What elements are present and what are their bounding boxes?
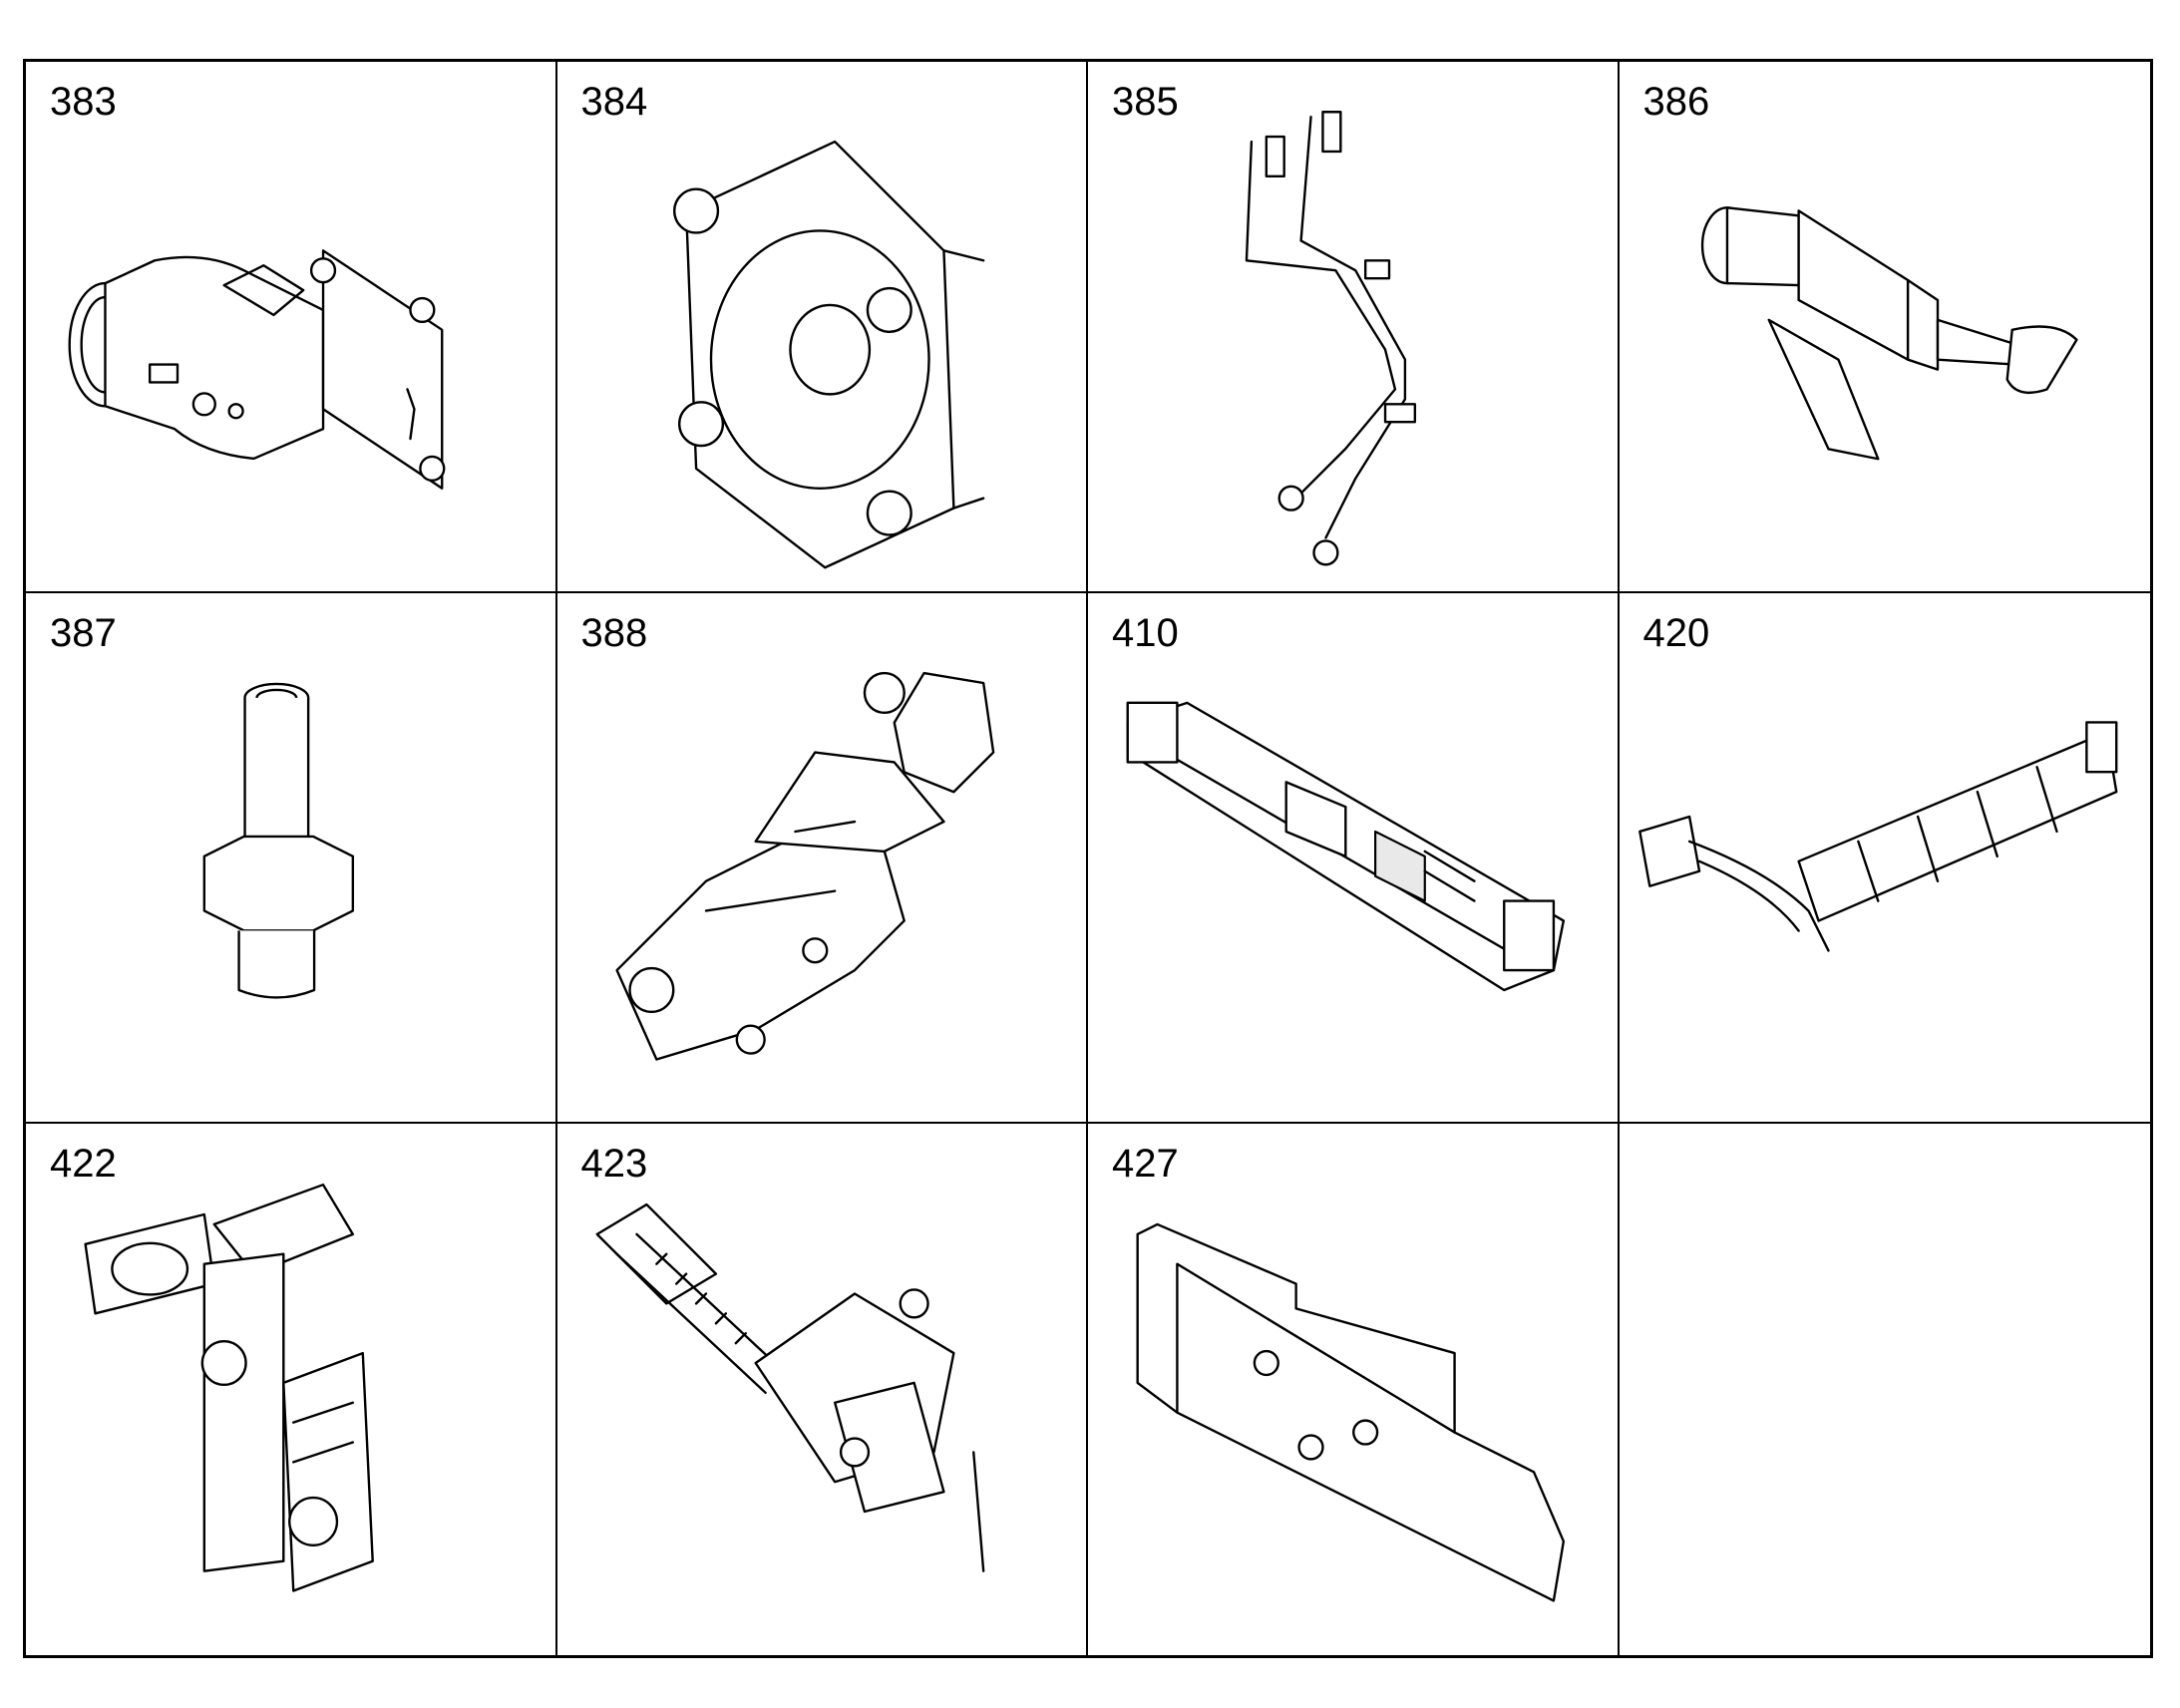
part-cell-383[interactable]: 383 <box>26 62 557 593</box>
part-cell-420[interactable]: 420 <box>1619 593 2151 1125</box>
part-cell-386[interactable]: 386 <box>1619 62 2151 593</box>
bent-tube-lines-icon <box>1088 62 1618 591</box>
long-pipe-assembly-icon <box>1088 593 1618 1123</box>
heat-shield-plate-icon <box>1088 1124 1618 1655</box>
parts-grid: 383 384 <box>23 59 2153 1658</box>
part-cell-388[interactable]: 388 <box>556 592 1088 1125</box>
part-cell-423[interactable]: 423 <box>557 1124 1088 1655</box>
empty-cell <box>1620 1124 2151 1655</box>
part-number: 383 <box>50 80 117 124</box>
cooler-assembly-icon <box>557 1124 1087 1655</box>
bracket-actuator-assembly-icon <box>26 1124 555 1655</box>
part-cell-387[interactable]: 387 <box>26 592 557 1125</box>
pipe-elbow-flange-icon <box>26 62 555 591</box>
part-number: 427 <box>1112 1142 1179 1187</box>
part-cell-427[interactable]: 427 <box>1088 1124 1620 1655</box>
part-cell-422[interactable]: 422 <box>26 1124 557 1655</box>
hex-nipple-fitting-icon <box>26 593 555 1123</box>
valve-with-handle-icon <box>1620 62 2151 591</box>
part-number: 422 <box>50 1142 117 1187</box>
square-flange-cover-icon <box>557 62 1087 591</box>
housing-assembly-icon <box>557 593 1087 1123</box>
part-number: 384 <box>580 80 648 124</box>
part-number: 388 <box>580 610 648 655</box>
part-cell-385[interactable]: 385 <box>1088 62 1620 593</box>
part-number: 420 <box>1642 610 1710 655</box>
part-number: 387 <box>50 610 117 655</box>
pipe-module-assembly-icon <box>1620 593 2151 1123</box>
part-number: 385 <box>1112 80 1179 124</box>
part-number: 410 <box>1112 610 1179 655</box>
part-cell-410[interactable]: 410 <box>1088 592 1620 1125</box>
part-cell-384[interactable]: 384 <box>556 62 1088 593</box>
part-number: 386 <box>1642 80 1710 124</box>
part-number: 423 <box>580 1142 648 1187</box>
